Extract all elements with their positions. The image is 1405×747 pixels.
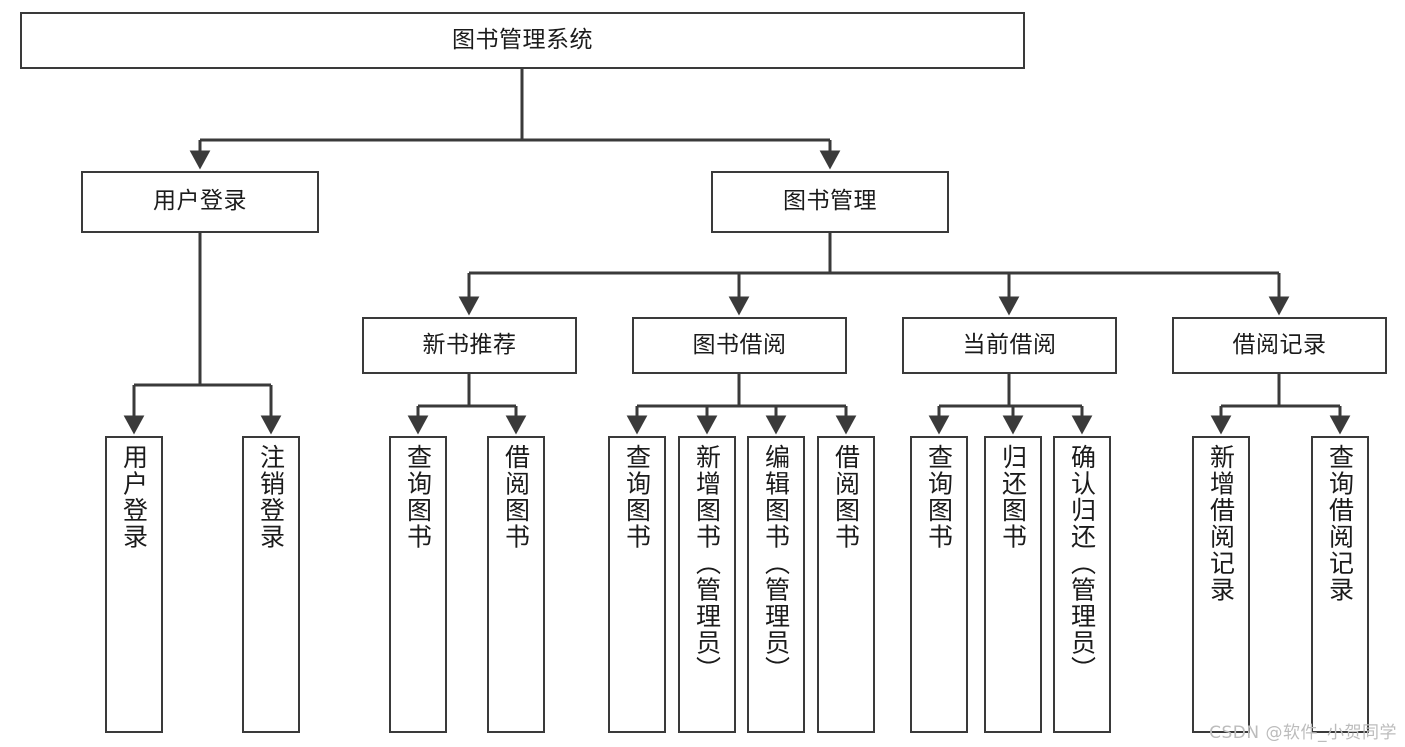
node-leaf-add-book[interactable]: 新增图书（管理员） — [678, 436, 736, 733]
node-leaf-query-record[interactable]: 查询借阅记录 — [1311, 436, 1369, 733]
node-leaf-add-record-label: 新增借阅记录 — [1206, 444, 1236, 603]
node-leaf-query-book-1-label: 查询图书 — [403, 444, 433, 550]
node-leaf-query-book-3[interactable]: 查询图书 — [910, 436, 968, 733]
node-root-label: 图书管理系统 — [452, 26, 593, 53]
csdn-watermark: CSDN @软件_小贺同学 — [1209, 723, 1397, 743]
node-book-borrow[interactable]: 图书借阅 — [632, 317, 847, 374]
node-book-manage-label: 图书管理 — [783, 188, 877, 215]
node-user-login-label: 用户登录 — [153, 188, 247, 215]
node-leaf-user-login[interactable]: 用户登录 — [105, 436, 163, 733]
node-leaf-borrow-book-1-label: 借阅图书 — [501, 444, 531, 550]
node-book-manage[interactable]: 图书管理 — [711, 171, 949, 233]
node-current-borrow-label: 当前借阅 — [962, 331, 1057, 358]
node-leaf-user-logout[interactable]: 注销登录 — [242, 436, 300, 733]
node-leaf-borrow-book-1[interactable]: 借阅图书 — [487, 436, 545, 733]
node-leaf-user-logout-label: 注销登录 — [256, 444, 286, 550]
node-new-book-rec[interactable]: 新书推荐 — [362, 317, 577, 374]
node-leaf-return-book-label: 归还图书 — [998, 444, 1028, 550]
node-borrow-record[interactable]: 借阅记录 — [1172, 317, 1387, 374]
node-root[interactable]: 图书管理系统 — [20, 12, 1025, 69]
node-borrow-record-label: 借阅记录 — [1232, 331, 1327, 358]
node-leaf-confirm-return-label: 确认归还（管理员） — [1067, 444, 1097, 683]
node-leaf-borrow-book-2[interactable]: 借阅图书 — [817, 436, 875, 733]
node-leaf-add-record[interactable]: 新增借阅记录 — [1192, 436, 1250, 733]
node-user-login[interactable]: 用户登录 — [81, 171, 319, 233]
node-current-borrow[interactable]: 当前借阅 — [902, 317, 1117, 374]
node-leaf-edit-book-label: 编辑图书（管理员） — [761, 444, 791, 683]
node-leaf-query-book-2-label: 查询图书 — [622, 444, 652, 550]
node-leaf-query-book-3-label: 查询图书 — [924, 444, 954, 550]
node-leaf-query-book-1[interactable]: 查询图书 — [389, 436, 447, 733]
node-leaf-query-record-label: 查询借阅记录 — [1325, 444, 1355, 603]
node-leaf-add-book-label: 新增图书（管理员） — [692, 444, 722, 683]
node-leaf-query-book-2[interactable]: 查询图书 — [608, 436, 666, 733]
node-leaf-borrow-book-2-label: 借阅图书 — [831, 444, 861, 550]
node-book-borrow-label: 图书借阅 — [692, 331, 787, 358]
node-leaf-return-book[interactable]: 归还图书 — [984, 436, 1042, 733]
node-leaf-edit-book[interactable]: 编辑图书（管理员） — [747, 436, 805, 733]
node-leaf-confirm-return[interactable]: 确认归还（管理员） — [1053, 436, 1111, 733]
node-leaf-user-login-label: 用户登录 — [119, 444, 149, 550]
node-new-book-rec-label: 新书推荐 — [422, 331, 517, 358]
